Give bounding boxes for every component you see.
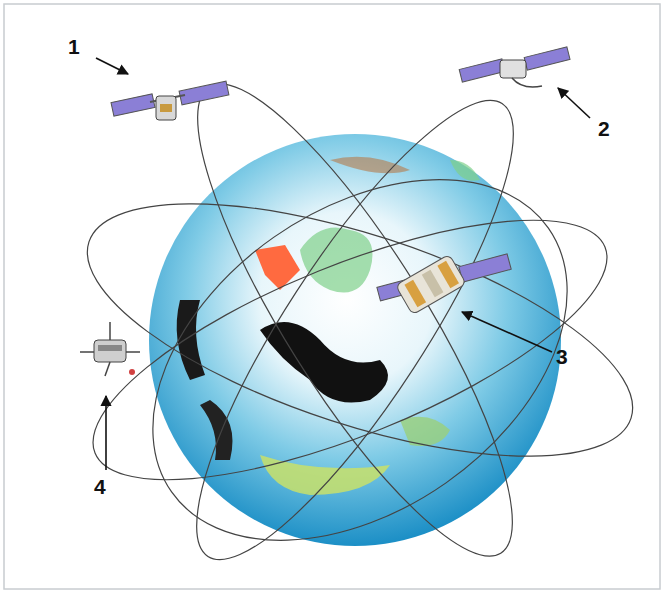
globe (149, 134, 561, 546)
frame (4, 4, 660, 589)
orbits (60, 50, 661, 593)
callout-number: 2 (598, 118, 610, 139)
leader-arrows (96, 58, 590, 470)
satellite-4 (80, 322, 140, 376)
satellite-3 (377, 254, 511, 315)
callout-number: 3 (556, 346, 568, 367)
callout-number: 4 (94, 476, 106, 497)
satellite-1 (111, 81, 229, 120)
land (177, 157, 480, 495)
satellite-2 (459, 47, 570, 87)
callout-number: 1 (68, 36, 80, 57)
